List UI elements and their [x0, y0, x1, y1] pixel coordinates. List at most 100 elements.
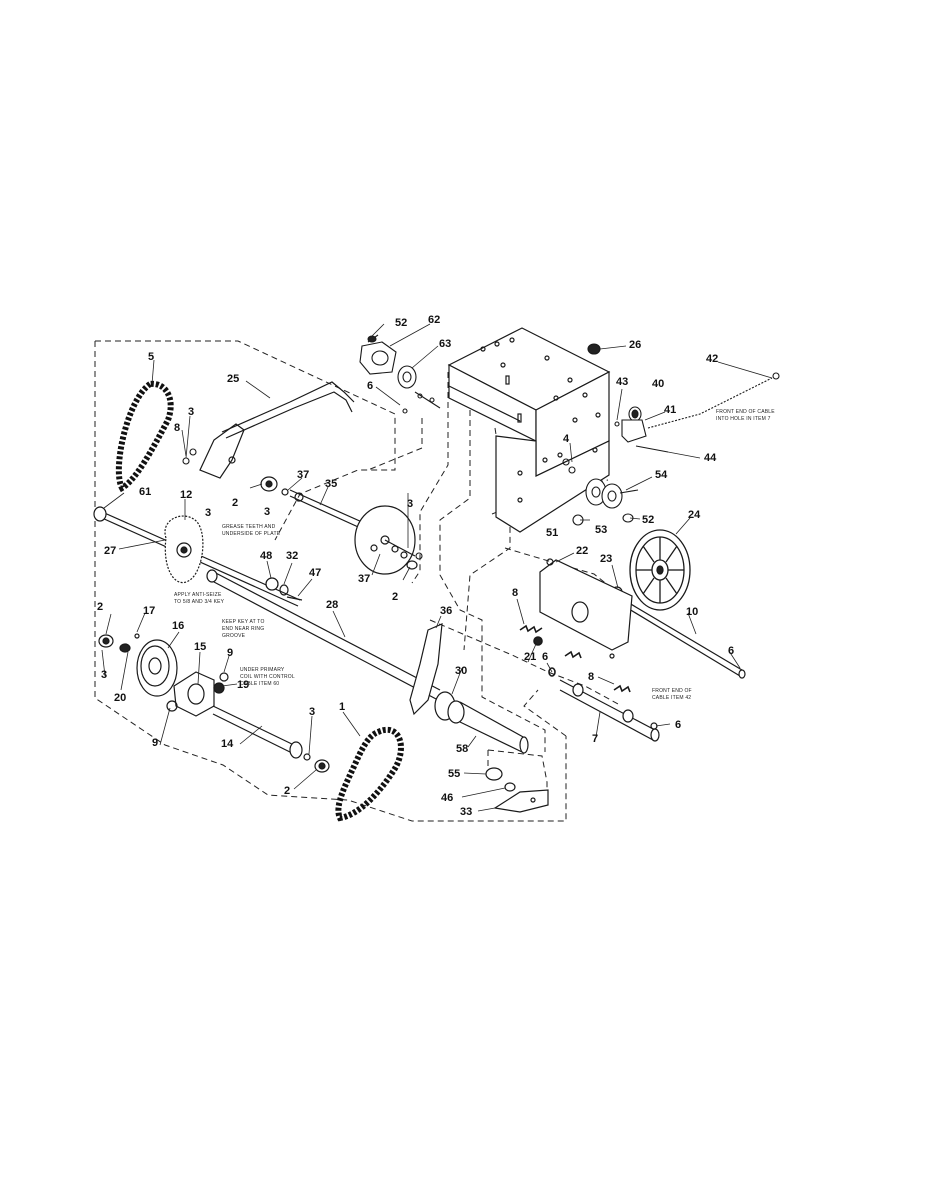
part-label: 52 [395, 317, 407, 329]
part-label: 32 [286, 550, 298, 562]
part-label: 46 [441, 792, 453, 804]
part-label: 53 [595, 524, 607, 536]
top-bracket-parts [359, 334, 441, 409]
part-label: 37 [297, 469, 309, 481]
part-label: 6 [675, 719, 681, 731]
part-label: 3 [101, 669, 107, 681]
note-front-end-line-1: FRONT END OF [652, 688, 692, 694]
part-label: 3 [309, 706, 315, 718]
note-front-cable-line-2: INTO HOLE IN ITEM 7 [716, 416, 771, 422]
note-front-cable-line-1: FRONT END OF CABLE [716, 409, 775, 415]
idler-bearings [572, 478, 639, 526]
part-label: 3 [205, 507, 211, 519]
note-apply-line-1: APPLY ANTI-SEIZE [174, 592, 222, 598]
pulley-assembly [98, 633, 229, 717]
part-label: 2 [284, 785, 290, 797]
part-number-labels: 52 62 63 26 42 5 25 6 43 40 41 3 8 4 44 … [97, 314, 734, 818]
part-label: 16 [172, 620, 184, 632]
leader-lines [101, 323, 773, 812]
part-label: 14 [221, 738, 234, 750]
part-label: 9 [227, 647, 233, 659]
part-label: 47 [309, 567, 321, 579]
part-label: 2 [232, 497, 238, 509]
part-label: 6 [542, 651, 548, 663]
shift-rod [199, 381, 355, 479]
part-label: 35 [325, 478, 337, 490]
drive-chain-lower [335, 726, 404, 822]
part-label: 30 [455, 665, 467, 677]
small-hardware [182, 408, 423, 591]
part-label: 19 [237, 679, 249, 691]
note-connect-line-2: COIL WITH CONTROL [240, 674, 295, 680]
part-label: 41 [664, 404, 676, 416]
springs [519, 624, 631, 693]
part-label: 43 [616, 376, 628, 388]
part-label: 63 [439, 338, 451, 350]
note-grease-line-2: UNDERSIDE OF PLATE [222, 531, 281, 537]
part-label: 55 [448, 768, 460, 780]
part-label: 48 [260, 550, 272, 562]
cross-shaft [260, 476, 418, 575]
part-label: 12 [180, 489, 192, 501]
part-label: 36 [440, 605, 452, 617]
part-label: 2 [97, 601, 103, 613]
shift-arm [409, 623, 443, 716]
part-label: 61 [139, 486, 151, 498]
drive-chain-upper [115, 380, 174, 493]
part-label: 52 [642, 514, 654, 526]
part-label: 58 [456, 743, 468, 755]
frame-housing [447, 327, 611, 533]
instruction-notes: GREASE TEETH AND UNDERSIDE OF PLATE APPL… [174, 409, 775, 701]
control-cable-parts [562, 343, 780, 474]
part-label: 8 [588, 671, 594, 683]
part-label: 8 [174, 422, 180, 434]
part-label: 7 [592, 733, 598, 745]
hex-shaft [206, 569, 441, 701]
part-label: 54 [655, 469, 668, 481]
part-label: 51 [546, 527, 558, 539]
part-label: 5 [148, 351, 154, 363]
part-label: 6 [367, 380, 373, 392]
part-label: 28 [326, 599, 338, 611]
note-grease-line-1: GREASE TEETH AND [222, 524, 276, 530]
part-label: 6 [728, 645, 734, 657]
part-label: 1 [339, 701, 345, 713]
axle-and-sprocket [93, 506, 301, 607]
part-label: 8 [512, 587, 518, 599]
part-label: 33 [460, 806, 472, 818]
part-label: 21 [524, 651, 536, 663]
note-keep-line-3: GROOVE [222, 633, 246, 639]
right-shafts [559, 586, 746, 742]
note-front-end-line-2: CABLE ITEM 42 [652, 695, 691, 701]
pinion-shaft [212, 705, 330, 773]
note-keep-line-1: KEEP KEY AT TO [222, 619, 265, 625]
part-label: 62 [428, 314, 440, 326]
note-apply-line-2: TO 5/8 AND 3/4 KEY [174, 599, 225, 605]
note-connect-line-3: CABLE ITEM 60 [240, 681, 279, 687]
part-label: 4 [563, 433, 570, 445]
support-plate [539, 558, 633, 659]
part-label: 44 [704, 452, 717, 464]
note-keep-line-2: END NEAR RING [222, 626, 264, 632]
part-label: 42 [706, 353, 718, 365]
part-label: 10 [686, 606, 698, 618]
bearing-bracket [485, 767, 549, 813]
part-label: 3 [407, 498, 413, 510]
drive-shaft-lower [434, 691, 529, 754]
part-label: 3 [188, 406, 194, 418]
part-label: 25 [227, 373, 239, 385]
part-label: 23 [600, 553, 612, 565]
part-label: 15 [194, 641, 206, 653]
part-label: 20 [114, 692, 126, 704]
note-connect-line-1: UNDER PRIMARY [240, 667, 285, 673]
part-label: 17 [143, 605, 155, 617]
part-label: 3 [264, 506, 270, 518]
part-label: 24 [688, 509, 701, 521]
part-label: 37 [358, 573, 370, 585]
part-label: 9 [152, 737, 158, 749]
part-label: 40 [652, 378, 664, 390]
part-label: 2 [392, 591, 398, 603]
part-label: 26 [629, 339, 641, 351]
part-label: 22 [576, 545, 588, 557]
